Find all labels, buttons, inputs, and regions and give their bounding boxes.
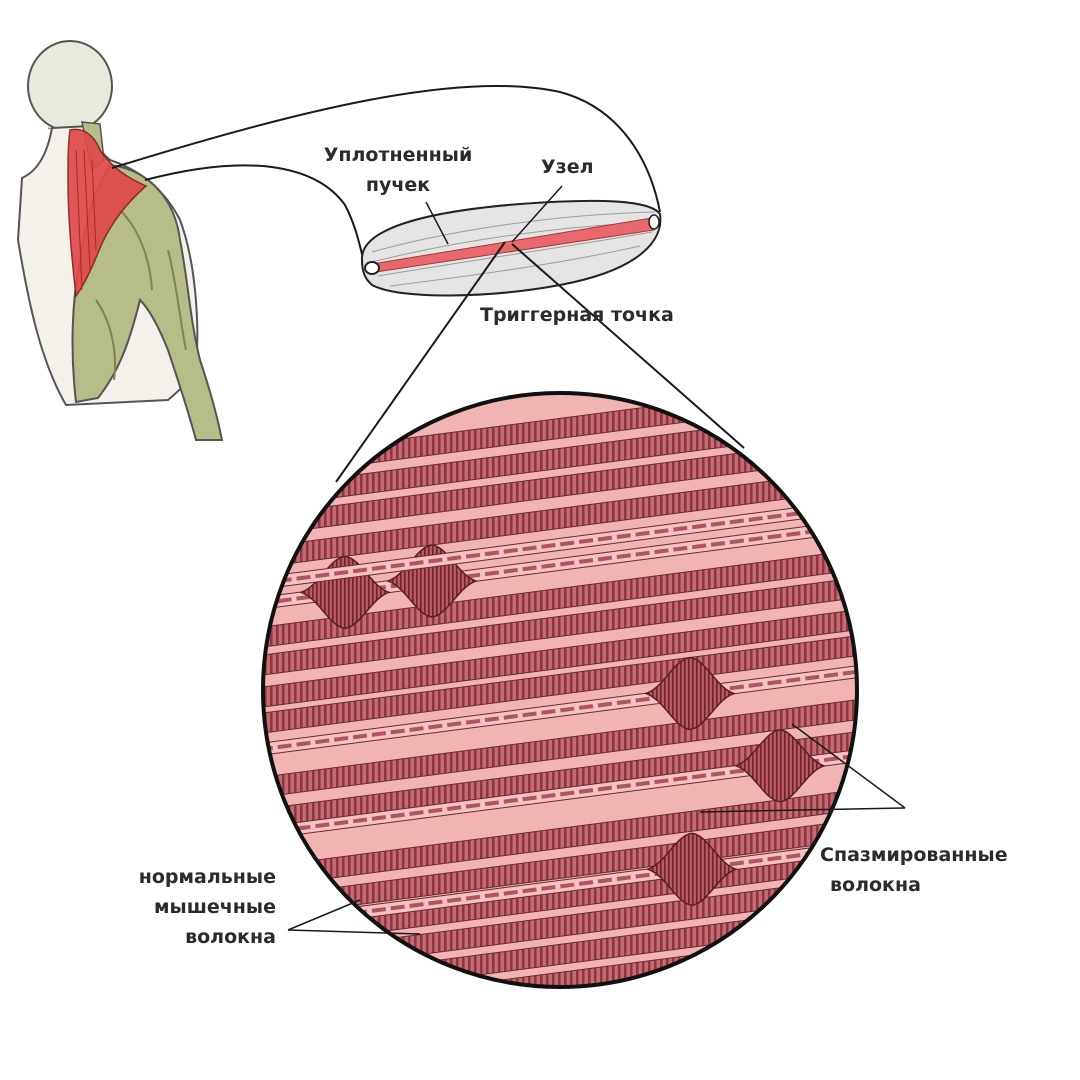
pointer-spasm-2 bbox=[699, 807, 906, 813]
spasmed-fiber-dash-2 bbox=[263, 666, 857, 754]
label-spasmed-fibers: Спазмированные волокна bbox=[820, 840, 1008, 900]
spasmed-fiber-dash-5 bbox=[263, 500, 857, 588]
pointer-normal-2 bbox=[287, 929, 421, 935]
contraction-knot-3-1 bbox=[733, 729, 827, 803]
pointer-normal-1 bbox=[287, 899, 361, 931]
normal-fiber-9 bbox=[263, 696, 857, 801]
trapezius-highlight bbox=[67, 128, 148, 299]
pointer-spasm-1 bbox=[791, 723, 906, 809]
label-knot: Узел bbox=[541, 156, 594, 178]
human-back-figure bbox=[16, 40, 224, 441]
callout-to-circle-right bbox=[511, 243, 745, 449]
magnified-fibers-circle bbox=[261, 391, 859, 989]
label-compact-bundle-line-2: пучек bbox=[365, 174, 431, 196]
label-normal-fibers-line-2: мышечные bbox=[153, 896, 276, 918]
pointer-knot bbox=[511, 185, 563, 243]
label-spasmed-fibers-line-2: волокна bbox=[830, 874, 921, 896]
normal-fiber-10 bbox=[263, 728, 857, 833]
callout-to-bundle-upper bbox=[111, 84, 661, 213]
callout-to-bundle-lower bbox=[144, 164, 367, 269]
label-compact-bundle: Уплотненный пучек bbox=[298, 140, 498, 200]
normal-fiber-11 bbox=[263, 786, 857, 891]
callout-to-circle-left bbox=[335, 241, 506, 483]
label-normal-fibers-line-3: волокна bbox=[185, 926, 276, 948]
normal-fiber-3 bbox=[263, 434, 857, 539]
spasmed-fiber-5 bbox=[263, 496, 857, 593]
spasmed-fiber-3 bbox=[263, 746, 857, 843]
contraction-knot-4-1 bbox=[645, 832, 739, 906]
normal-fiber-7 bbox=[263, 606, 857, 711]
pointer-compact-bundle bbox=[425, 201, 449, 245]
label-trigger-point: Триггерная точка bbox=[480, 304, 674, 326]
label-normal-fibers: нормальные мышечные волокна bbox=[96, 862, 276, 952]
normal-fiber-6 bbox=[263, 574, 857, 679]
contraction-knot-2-1 bbox=[643, 656, 737, 731]
shoulder-arm-shape bbox=[71, 163, 224, 441]
normal-fiber-8 bbox=[263, 632, 857, 737]
label-spasmed-fibers-line-1: Спазмированные bbox=[820, 844, 1008, 866]
muscle-bundle bbox=[360, 199, 662, 297]
normal-fiber-5 bbox=[263, 546, 857, 651]
label-normal-fibers-line-1: нормальные bbox=[138, 866, 276, 888]
label-compact-bundle-line-1: Уплотненный bbox=[323, 144, 473, 166]
normal-fiber-12 bbox=[263, 816, 857, 921]
head-shape bbox=[27, 40, 113, 132]
normal-fiber-4 bbox=[263, 466, 857, 571]
